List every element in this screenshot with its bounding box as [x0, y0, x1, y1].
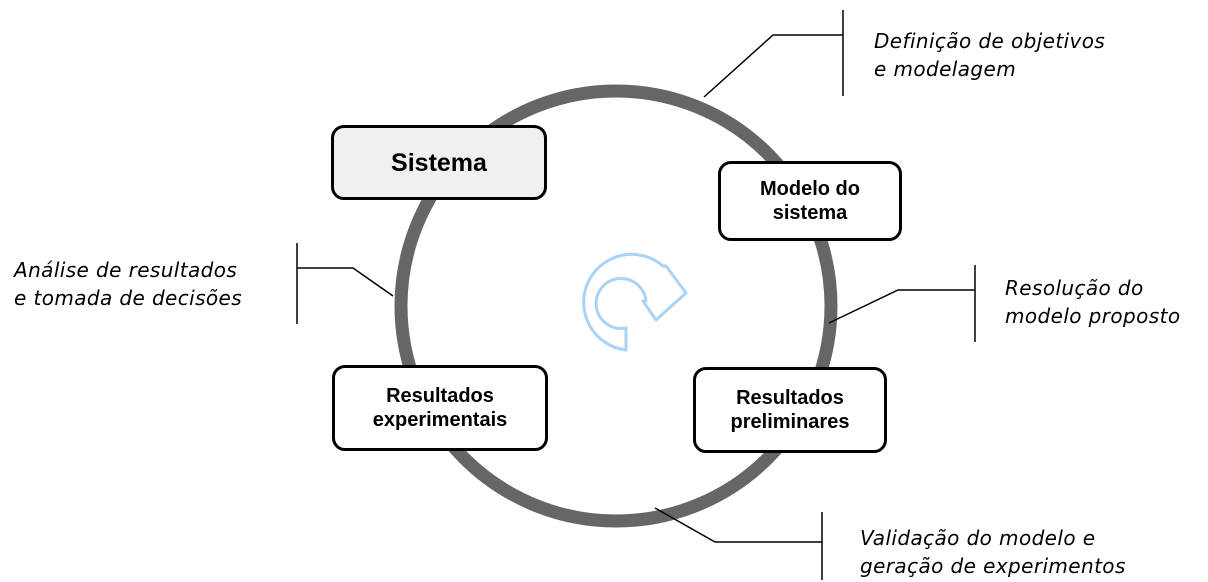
annotation-analise: Análise de resultados e tomada de decisõ…	[14, 258, 243, 310]
callout-resolucao-connector	[828, 265, 976, 342]
cycle-ring	[394, 84, 838, 528]
annotation-resolucao: Resolução do modelo proposto	[1005, 276, 1181, 328]
refresh-cycle-icon	[582, 252, 688, 352]
callout-definicao-connector	[703, 10, 844, 98]
callout-analise-connector	[296, 243, 394, 324]
node-sistema: Sistema	[331, 125, 547, 200]
annotation-definicao: Definição de objetivos e modelagem	[874, 29, 1106, 81]
node-resultados-experimentais: Resultados experimentais	[332, 365, 548, 451]
node-resultados-preliminares: Resultados preliminares	[693, 367, 887, 453]
node-modelo-do-sistema: Modelo do sistema	[718, 161, 902, 241]
callout-validacao-connector	[654, 507, 823, 580]
annotation-validacao: Validação do modelo e geração de experim…	[860, 526, 1126, 578]
